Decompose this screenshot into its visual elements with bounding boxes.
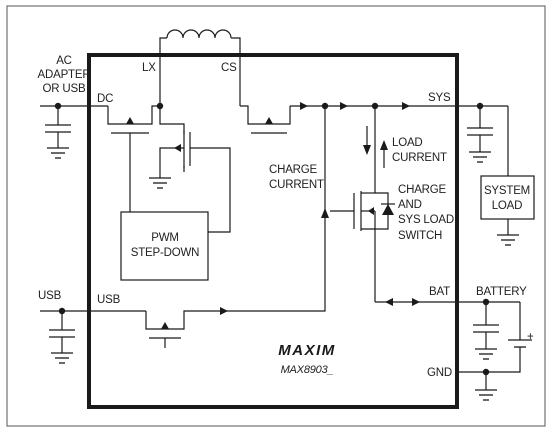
inductor [159, 29, 241, 106]
battery-symbol [486, 302, 532, 373]
usb-input-wire [40, 307, 146, 364]
system-load-box [480, 175, 535, 220]
charge-sys-load-switch [330, 106, 395, 302]
system-load-label-1: SYSTEM [484, 185, 530, 197]
cs-label: CS [221, 62, 237, 74]
sys-label: SYS [428, 92, 451, 104]
switch-label-2: AND [398, 199, 422, 211]
pwm-step-down-block [120, 211, 209, 281]
switch-label-4: SWITCH [398, 230, 442, 242]
ac-adapter-label-3: OR USB [43, 83, 86, 95]
bat-capacitor [473, 302, 499, 360]
battery-plus-label: + [527, 331, 534, 343]
usb-external-label: USB [38, 290, 62, 302]
bat-bus [375, 298, 520, 306]
usb-mosfet [145, 106, 329, 348]
system-load-label-2: LOAD [492, 200, 523, 212]
load-current-label-2: CURRENT [392, 152, 447, 164]
usb-pin-label: USB [97, 294, 121, 306]
load-current-arrows [363, 126, 388, 168]
switch-label-1: CHARGE [398, 184, 447, 196]
ic-body [87, 53, 459, 409]
part-number-label: MAX8903_ [281, 364, 334, 376]
system-load-ground [497, 219, 519, 246]
pwm-label-1: PWM [151, 232, 179, 244]
sys-bus [290, 102, 508, 110]
gnd-label: GND [427, 367, 452, 379]
charge-current-label-2: CURRENT [269, 179, 324, 191]
sys-capacitor [467, 106, 493, 163]
lx-label: LX [142, 62, 156, 74]
maxim-logo: MAXIM [278, 342, 336, 359]
load-current-label-1: LOAD [392, 137, 423, 149]
charge-current-label-1: CHARGE [269, 164, 318, 176]
switch-label-3: SYS LOAD [398, 214, 454, 226]
bat-label: BAT [429, 286, 450, 298]
charge-current-mosfet [240, 105, 291, 134]
gnd-wire [456, 368, 497, 401]
dc-mosfet [107, 105, 160, 212]
low-side-mosfet [149, 106, 231, 233]
dc-input-wire [40, 102, 108, 159]
battery-label: BATTERY [476, 286, 527, 298]
ac-adapter-label-1: AC [56, 55, 72, 67]
dc-label: DC [97, 93, 113, 105]
pwm-label-2: STEP-DOWN [131, 247, 199, 259]
ac-adapter-label-2: ADAPTER [38, 69, 91, 81]
outer-frame [6, 5, 546, 427]
